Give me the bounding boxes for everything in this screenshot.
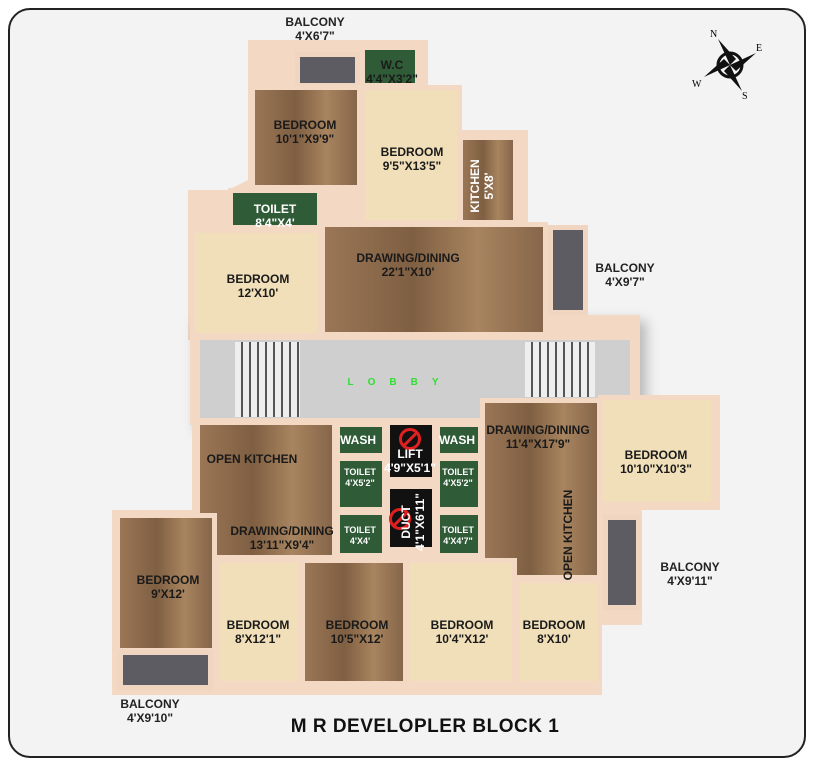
drawing-dining-right	[480, 398, 602, 580]
balcony-right-bottom	[603, 515, 641, 610]
compass-n: N	[710, 29, 717, 40]
toilet-top	[228, 188, 322, 230]
label-wash-right: WASH	[439, 433, 475, 447]
bedroom-9	[515, 578, 602, 686]
staircase-left	[235, 342, 300, 417]
toilet-left-2	[335, 510, 387, 558]
bedroom-1	[250, 85, 362, 190]
balcony-bottom	[118, 650, 213, 690]
bedroom-7	[300, 558, 408, 686]
balcony-right-top	[548, 225, 588, 315]
bedroom-8	[405, 558, 517, 686]
no-entry-icon	[399, 428, 421, 450]
bedroom-4	[598, 395, 716, 507]
wash-left	[335, 422, 387, 458]
staircase-right	[525, 342, 595, 397]
no-entry-icon	[389, 508, 411, 530]
plan-title: M R DEVELOPLER BLOCK 1	[290, 716, 560, 737]
compass-w: W	[692, 79, 702, 90]
toilet-right-2	[435, 510, 483, 558]
open-kitchen-drawing-left	[195, 420, 337, 560]
balcony-top	[295, 52, 360, 88]
label-wash-left: WASH	[340, 433, 376, 447]
drawing-dining-top	[320, 222, 548, 337]
kitchen	[458, 135, 518, 225]
label-open-kitchen-right: OPEN KITCHEN	[561, 489, 575, 581]
compass-s: S	[742, 91, 748, 102]
toilet-right-1	[435, 456, 483, 512]
compass-icon: N E S W	[692, 29, 762, 102]
compass-e: E	[756, 43, 762, 54]
label-lobby: LOBBY	[347, 377, 453, 388]
label-open-kitchen-left: OPEN KITCHEN	[206, 452, 298, 466]
toilet-left-1	[335, 456, 387, 512]
